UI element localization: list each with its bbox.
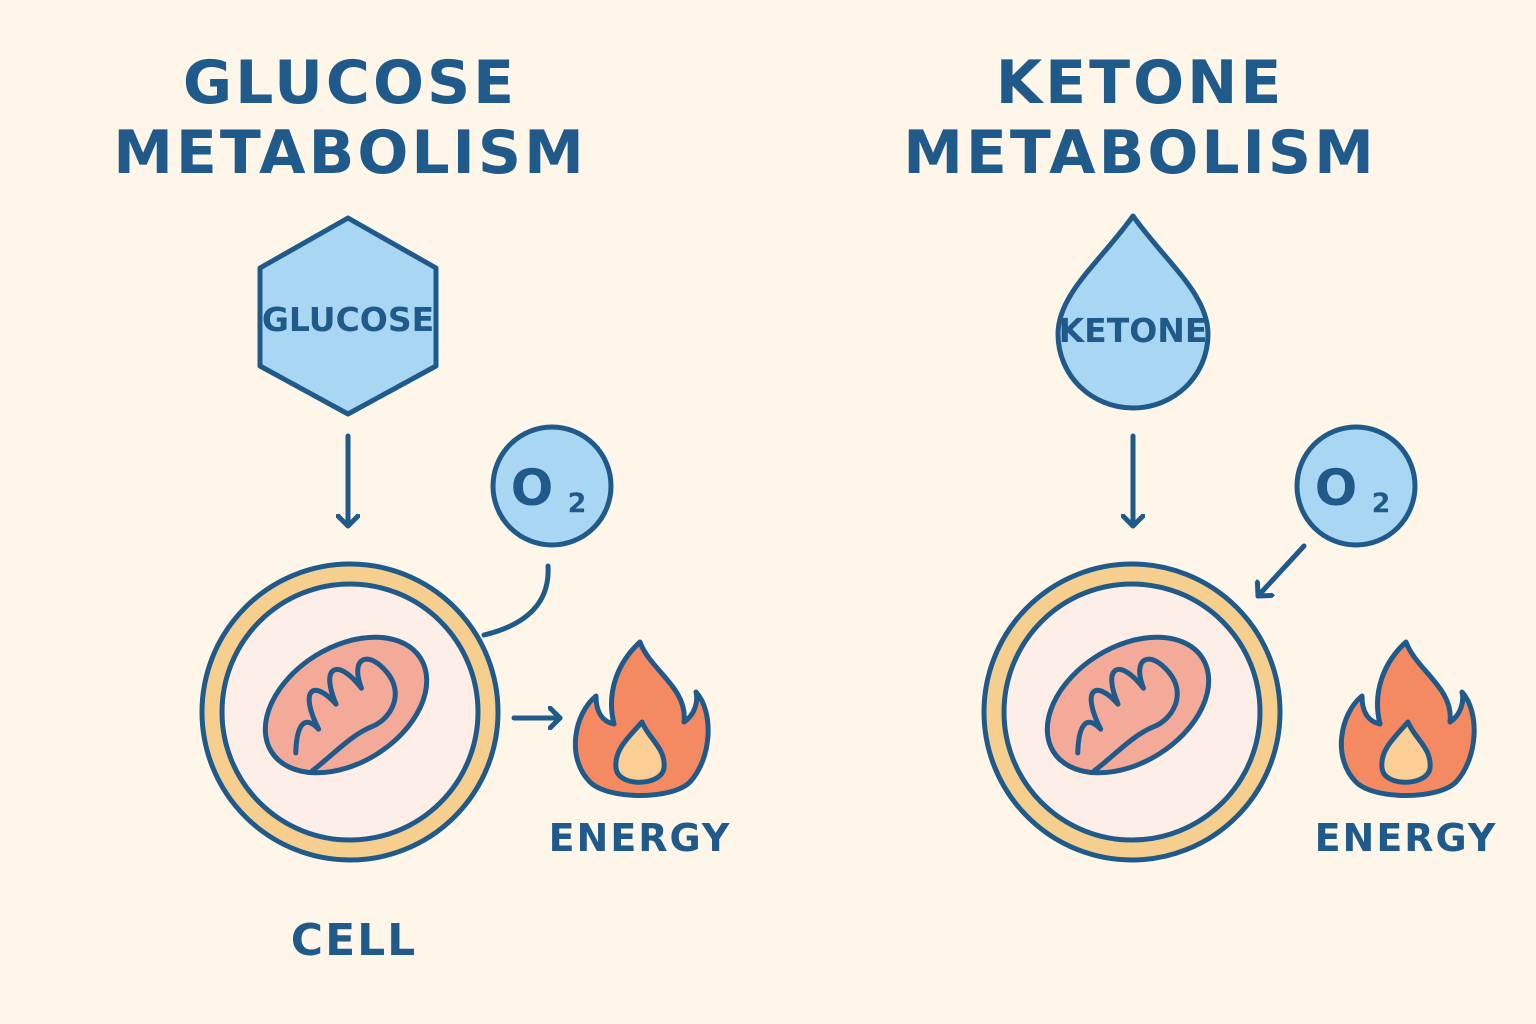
oxygen-icon — [1294, 424, 1418, 548]
glucose-panel: GLUCOSE O 2 ENERGY CELL — [199, 215, 732, 966]
energy-label: ENERGY — [1315, 816, 1498, 860]
oxygen-subscript: 2 — [1372, 488, 1391, 519]
oxygen-symbol: O — [1315, 459, 1358, 517]
flame-icon — [1341, 642, 1474, 796]
hexagon-icon — [257, 215, 439, 417]
ketone-metabolism-title: KETONE METABOLISM — [830, 48, 1450, 188]
title-line-2: METABOLISM — [903, 118, 1377, 188]
oxygen-icon — [490, 424, 614, 548]
droplet-icon — [1055, 213, 1211, 411]
title-line-1: KETONE — [995, 48, 1285, 118]
oxygen-connector-line — [481, 563, 551, 638]
title-line-1: GLUCOSE — [182, 48, 518, 118]
glucose-metabolism-title: GLUCOSE METABOLISM — [40, 48, 660, 188]
oxygen-subscript: 2 — [568, 488, 587, 519]
energy-label: ENERGY — [549, 816, 732, 860]
ketone-label: KETONE — [1059, 311, 1208, 350]
glucose-label: GLUCOSE — [262, 300, 434, 339]
ketone-panel: KETONE O 2 ENERGY — [981, 213, 1498, 863]
cell-label: CELL — [291, 915, 417, 966]
flame-icon — [575, 642, 708, 796]
oxygen-to-cell-arrow — [1258, 543, 1307, 599]
title-line-2: METABOLISM — [113, 118, 587, 188]
oxygen-symbol: O — [511, 459, 554, 517]
